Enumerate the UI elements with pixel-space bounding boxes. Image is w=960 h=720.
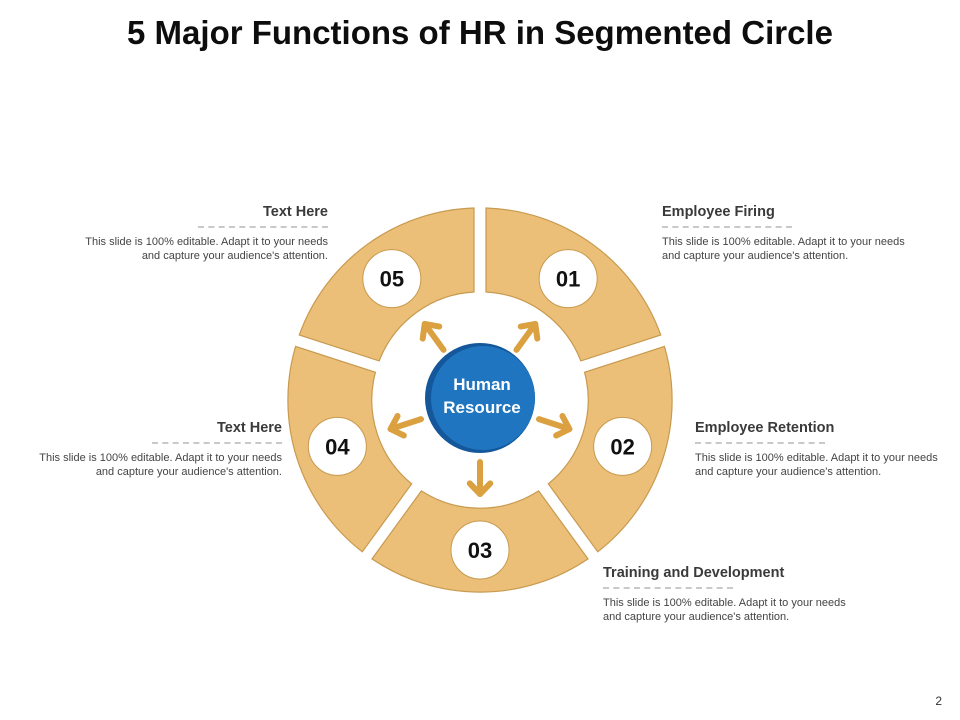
arrow-02 — [535, 413, 573, 439]
hub-label-line1: Human — [453, 375, 511, 394]
number-label: 01 — [556, 267, 580, 292]
number-badge — [538, 249, 598, 309]
callout-01-heading: Employee Firing — [662, 204, 775, 220]
page-title: 5 Major Functions of HR in Segmented Cir… — [127, 14, 833, 51]
callout-02-heading: Employee Retention — [695, 420, 835, 436]
hub-label-line2: Resource — [443, 398, 520, 417]
number-badge — [362, 249, 422, 309]
callout-05: Text Here This slide is 100% editable. A… — [68, 204, 328, 263]
callout-01-text: This slide is 100% editable. Adapt it to… — [662, 236, 905, 262]
segment-number-04: 04 — [307, 416, 367, 476]
number-label: 02 — [610, 434, 634, 459]
segment-number-02: 02 — [593, 416, 653, 476]
callout-04-heading: Text Here — [216, 420, 282, 436]
arrow-04 — [387, 413, 425, 439]
callout-04-divider — [152, 442, 282, 444]
segment-number-01: 01 — [538, 249, 598, 309]
callout-04-text: This slide is 100% editable. Adapt it to… — [39, 452, 282, 478]
callout-03-divider — [603, 587, 733, 589]
callout-03-text: This slide is 100% editable. Adapt it to… — [603, 597, 846, 623]
number-label: 03 — [468, 538, 492, 563]
callout-02: Employee Retention This slide is 100% ed… — [695, 420, 955, 479]
page-number: 2 — [935, 694, 942, 708]
callout-05-text: This slide is 100% editable. Adapt it to… — [85, 236, 328, 262]
arrow-05 — [419, 320, 447, 353]
callout-03-heading: Training and Development — [603, 565, 785, 581]
number-label: 04 — [325, 434, 350, 459]
callout-04: Text Here This slide is 100% editable. A… — [22, 420, 282, 479]
callout-05-divider — [198, 226, 328, 228]
segment-number-05: 05 — [362, 249, 422, 309]
number-badge — [593, 416, 653, 476]
arrow-01 — [513, 320, 541, 353]
number-badge — [450, 520, 510, 580]
callout-01-divider — [662, 226, 792, 228]
number-label: 05 — [380, 267, 404, 292]
callout-02-divider — [695, 442, 825, 444]
callout-02-text: This slide is 100% editable. Adapt it to… — [695, 452, 938, 478]
callout-03: Training and Development This slide is 1… — [603, 565, 863, 624]
callout-01: Employee Firing This slide is 100% edita… — [662, 204, 922, 263]
number-badge — [307, 416, 367, 476]
arrow-03 — [466, 459, 494, 497]
segment-number-03: 03 — [450, 520, 510, 580]
callout-05-heading: Text Here — [262, 204, 328, 220]
